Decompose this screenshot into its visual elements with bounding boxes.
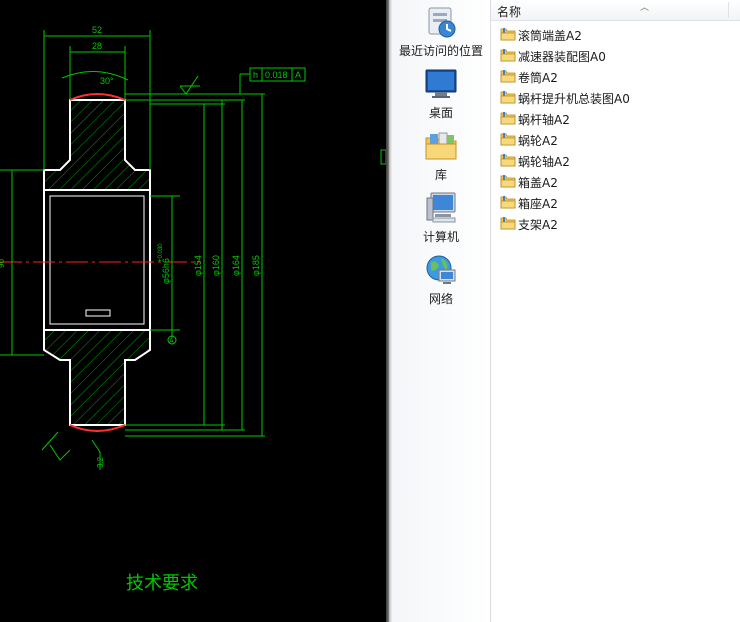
file-row[interactable]: 卷筒A2 [499,66,729,86]
nav-item-libraries[interactable]: 库 [392,128,490,183]
computer-icon [426,192,456,223]
file-name: 卷筒A2 [518,71,558,85]
file-row[interactable]: 蜗杆提升机总装图A0 [499,87,729,107]
libraries-icon [425,132,457,160]
cad-drawing: 52 28 30° h 0.018 A φ185 φ164 φ160 φ154 … [0,25,386,594]
file-name: 箱盖A2 [518,176,558,190]
desktop-icon [425,69,457,98]
dim-phi56: φ56h6 [161,258,171,284]
file-row[interactable]: 箱盖A2 [499,171,729,191]
technical-requirements-title: 技术要求 [126,573,198,594]
file-name: 蜗轮轴A2 [518,155,570,169]
tol-symbol: h [253,70,258,80]
file-name: 蜗杆轴A2 [518,113,570,127]
file-name: 蜗杆提升机总装图A0 [518,92,630,106]
cad-drawing-canvas[interactable]: 52 28 30° h 0.018 A φ185 φ164 φ160 φ154 … [0,0,386,622]
network-icon [426,255,456,284]
dim-left: 90 [0,259,6,268]
bore-outline [43,189,151,331]
window-splitter[interactable] [386,0,392,622]
folder-icon [500,154,516,167]
nav-item-recent-places[interactable]: 最近访问的位置 [392,4,490,59]
navigation-pane: 最近访问的位置 桌面 库 计算机 [392,0,491,622]
file-row[interactable]: 减速器装配图A0 [499,45,729,65]
folder-icon [500,175,516,188]
nav-label: 桌面 [428,106,453,120]
nav-item-computer[interactable]: 计算机 [392,190,490,245]
file-row[interactable]: 支架A2 [499,213,729,233]
file-name: 蜗轮A2 [518,134,558,148]
folder-icon [500,91,516,104]
dimension-texts: 52 28 30° h 0.018 A φ185 φ164 φ160 φ154 … [0,25,301,468]
file-row[interactable]: 箱座A2 [499,192,729,212]
roughness-value: 3.2 [96,456,105,468]
dimension-lines [0,30,306,470]
bore-inner [49,195,145,325]
dim-phi164: φ164 [231,255,241,276]
column-header-label: 名称 [497,5,522,19]
file-row[interactable]: 蜗杆轴A2 [499,108,729,128]
file-name: 滚筒端盖A2 [518,29,582,43]
recent-places-icon [428,7,456,38]
dim-phi185: φ185 [251,255,261,276]
edge-marker [380,149,386,165]
file-name: 减速器装配图A0 [518,50,606,64]
dim-angle: 30° [100,76,114,86]
file-list-pane: ︿ 名称 滚筒端盖A2 减速器装配图A0 卷筒A2 蜗杆提升机总装图A0 蜗杆轴A2 蜗轮… [491,0,740,622]
dim-fit: +0.030 [158,243,164,262]
gear-section-upper [43,93,151,191]
column-separator[interactable] [728,2,729,18]
file-name: 支架A2 [518,218,558,232]
nav-label: 库 [434,168,447,182]
dim-phi160: φ160 [211,255,221,276]
dim-28: 28 [92,41,102,51]
keyway [85,309,111,317]
column-header-name[interactable]: ︿ 名称 [491,0,740,21]
sort-arrow-icon: ︿ [640,3,650,13]
folder-icon [500,217,516,230]
tol-ref: A [295,70,301,80]
nav-item-desktop[interactable]: 桌面 [392,66,490,121]
folder-icon [500,133,516,146]
gear-section-lower [43,329,151,432]
file-name: 箱座A2 [518,197,558,211]
dim-52: 52 [92,25,102,35]
dim-phi154: φ154 [193,255,203,276]
datum-a: A [169,338,174,345]
nav-label: 计算机 [422,230,459,244]
folder-icon [500,49,516,62]
nav-item-network[interactable]: 网络 [392,252,490,307]
tol-value: 0.018 [265,70,288,80]
folder-icon [500,28,516,41]
file-row[interactable]: 滚筒端盖A2 [499,24,729,44]
nav-label: 最近访问的位置 [398,44,483,58]
folder-icon [500,70,516,83]
folder-icon [500,112,516,125]
file-row[interactable]: 蜗轮A2 [499,129,729,149]
folder-icon [500,196,516,209]
nav-label: 网络 [428,292,453,306]
file-row[interactable]: 蜗轮轴A2 [499,150,729,170]
